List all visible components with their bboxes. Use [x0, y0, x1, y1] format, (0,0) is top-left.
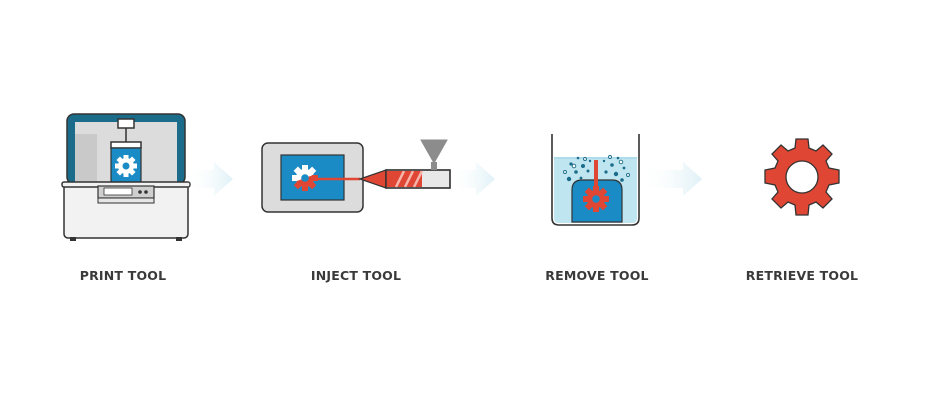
- injection-mold-icon: [261, 139, 451, 213]
- step-label-inject: INJECT TOOL: [310, 268, 402, 283]
- flow-arrow-1: [186, 162, 233, 196]
- step-label-retrieve: RETRIEVE TOOL: [745, 268, 859, 283]
- step-label-print: PRINT TOOL: [79, 268, 167, 283]
- step-label-remove: REMOVE TOOL: [545, 268, 649, 283]
- flow-arrow-2: [450, 162, 495, 196]
- flow-arrow-3: [640, 162, 702, 196]
- dissolve-bath-icon: [551, 134, 640, 226]
- gear-icon: [764, 138, 840, 216]
- 3d-printer-icon: [61, 113, 191, 241]
